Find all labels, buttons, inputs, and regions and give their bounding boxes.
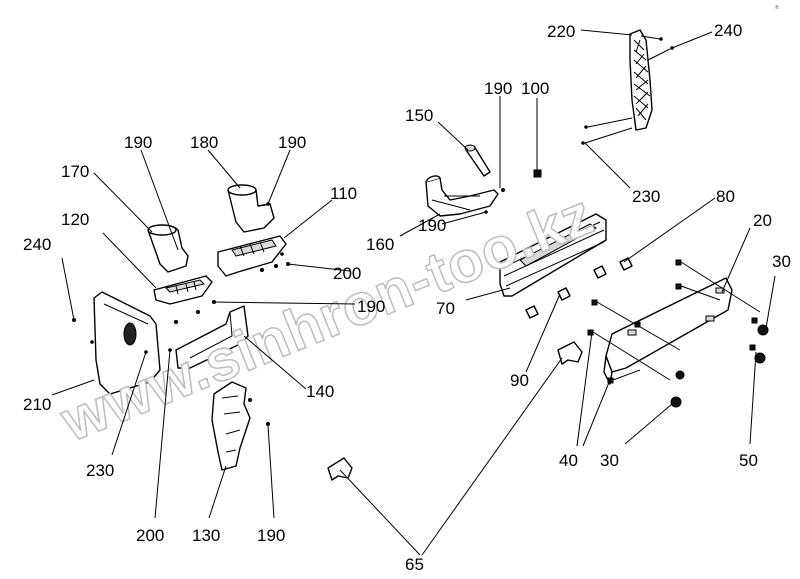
label-230-top: 230 — [632, 187, 660, 206]
part-210-side-panel — [72, 291, 161, 395]
part-190-screw — [501, 188, 505, 192]
part-110-bracket — [217, 235, 290, 277]
label-230-left: 230 — [86, 461, 114, 480]
label-50: 50 — [739, 451, 758, 470]
label-200-top: 200 — [333, 264, 361, 283]
part-130-vertical-duct — [211, 381, 270, 471]
part-50-nuts — [675, 352, 766, 380]
label-190-f: 190 — [257, 526, 285, 545]
part-150-bolt — [464, 144, 491, 177]
part-30-nuts — [670, 324, 769, 408]
part-120-bracket — [153, 275, 216, 324]
label-65: 65 — [405, 555, 424, 574]
label-20: 20 — [753, 211, 772, 230]
part-180-duct — [227, 184, 275, 233]
label-190-e: 190 — [357, 297, 385, 316]
label-240-left: 240 — [23, 235, 51, 254]
part-140-bracket — [175, 305, 249, 369]
label-110: 110 — [330, 184, 357, 203]
label-80: 80 — [716, 187, 735, 206]
part-100-block — [533, 169, 542, 178]
part-70-panel-strip — [499, 213, 607, 314]
part-220-bracket — [629, 29, 653, 131]
part-160-duct — [425, 175, 499, 217]
label-30-bottom: 30 — [600, 451, 619, 470]
leader-lines — [51, 29, 776, 556]
label-190-c: 190 — [278, 133, 306, 152]
label-100: 100 — [521, 79, 549, 98]
label-170: 170 — [61, 162, 89, 181]
label-190-a: 190 — [484, 79, 512, 98]
corner-mark: ® — [775, 4, 779, 11]
part-20-large-panel — [603, 277, 733, 385]
label-200-bottom: 200 — [136, 526, 164, 545]
part-65-caps — [327, 341, 583, 481]
part-80-clip — [619, 257, 633, 271]
part-170-duct — [147, 224, 189, 273]
label-40: 40 — [559, 451, 578, 470]
part-labels: 220 240 190 100 150 190 180 190 170 110 … — [23, 21, 791, 574]
label-190-b: 190 — [124, 133, 152, 152]
label-220: 220 — [547, 22, 575, 41]
label-90: 90 — [510, 371, 529, 390]
part-90-clips — [525, 265, 607, 319]
label-180: 180 — [190, 133, 218, 152]
label-150: 150 — [405, 106, 433, 125]
label-240-top: 240 — [714, 21, 742, 40]
part-40-square-clips — [587, 259, 761, 384]
label-210: 210 — [23, 395, 51, 414]
label-30-top: 30 — [772, 252, 791, 271]
label-130: 130 — [192, 526, 220, 545]
label-140: 140 — [306, 382, 334, 401]
part-240-screws-top — [581, 35, 674, 145]
label-160: 160 — [366, 235, 394, 254]
label-120: 120 — [61, 210, 89, 229]
label-190-d: 190 — [418, 216, 446, 235]
label-70: 70 — [436, 299, 455, 318]
